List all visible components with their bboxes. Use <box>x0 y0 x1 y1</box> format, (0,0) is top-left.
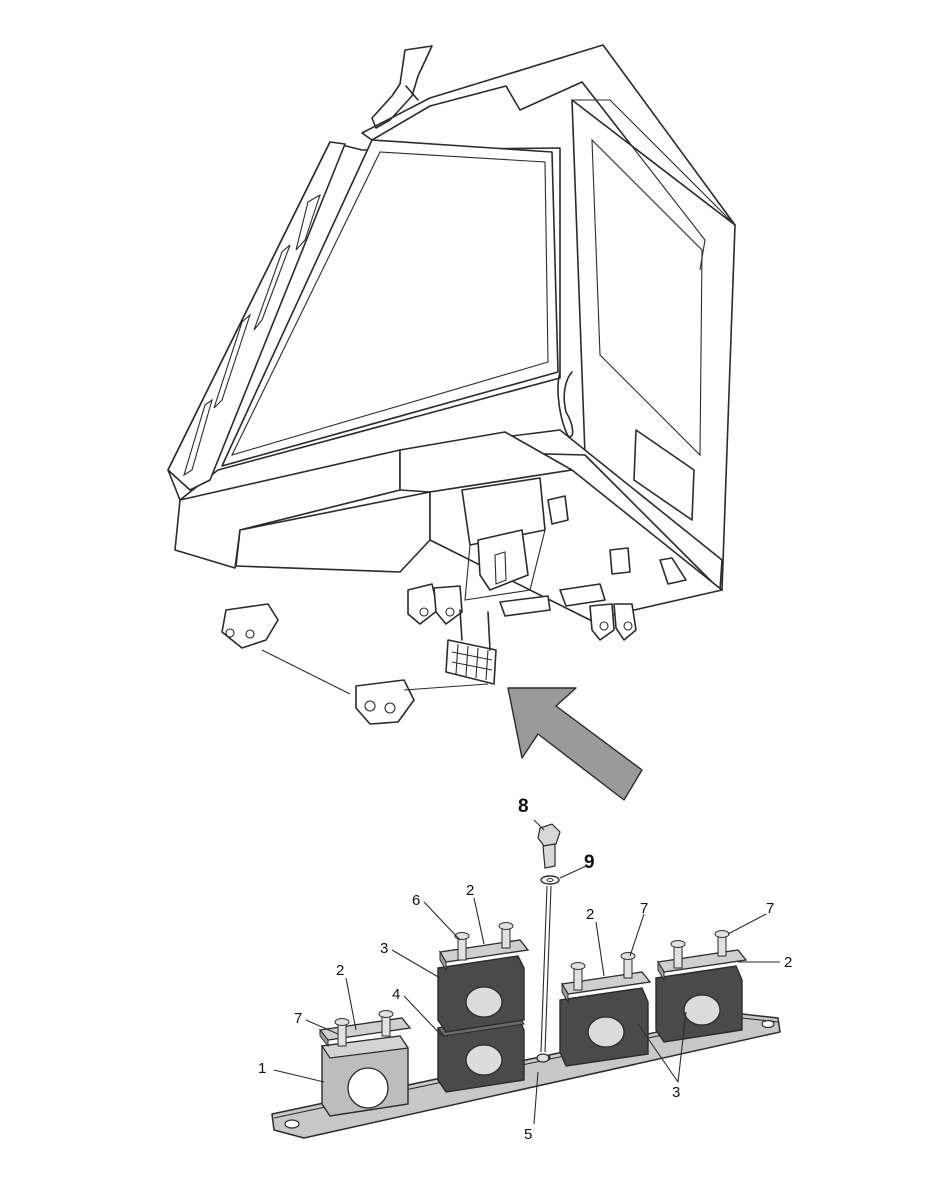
callout-3-right: 3 <box>672 1084 681 1101</box>
callout-2-clamp-b: 2 <box>466 882 475 899</box>
callout-5: 5 <box>524 1126 533 1143</box>
callout-4: 4 <box>392 986 401 1003</box>
callout-7-right: 7 <box>766 900 775 917</box>
clamp-d <box>655 930 748 1043</box>
clamp-c <box>559 952 652 1067</box>
callout-7-middle: 7 <box>640 900 649 917</box>
callout-3-left: 3 <box>380 940 389 957</box>
clamp-rail-assembly <box>271 819 781 1139</box>
callout-2-clamp-a: 2 <box>336 962 345 979</box>
callout-leaders <box>273 819 780 1125</box>
callout-8: 8 <box>518 796 529 817</box>
callout-1: 1 <box>258 1060 267 1077</box>
callout-2-clamp-d: 2 <box>784 954 793 971</box>
callout-2-clamp-c: 2 <box>586 906 595 923</box>
direction-arrow <box>507 687 643 801</box>
cab-assembly <box>167 44 736 725</box>
clamp-a <box>318 1010 412 1117</box>
clamp-b <box>437 922 530 1093</box>
callout-7-left: 7 <box>294 1010 303 1027</box>
callout-9: 9 <box>584 852 595 873</box>
callout-6: 6 <box>412 892 421 909</box>
